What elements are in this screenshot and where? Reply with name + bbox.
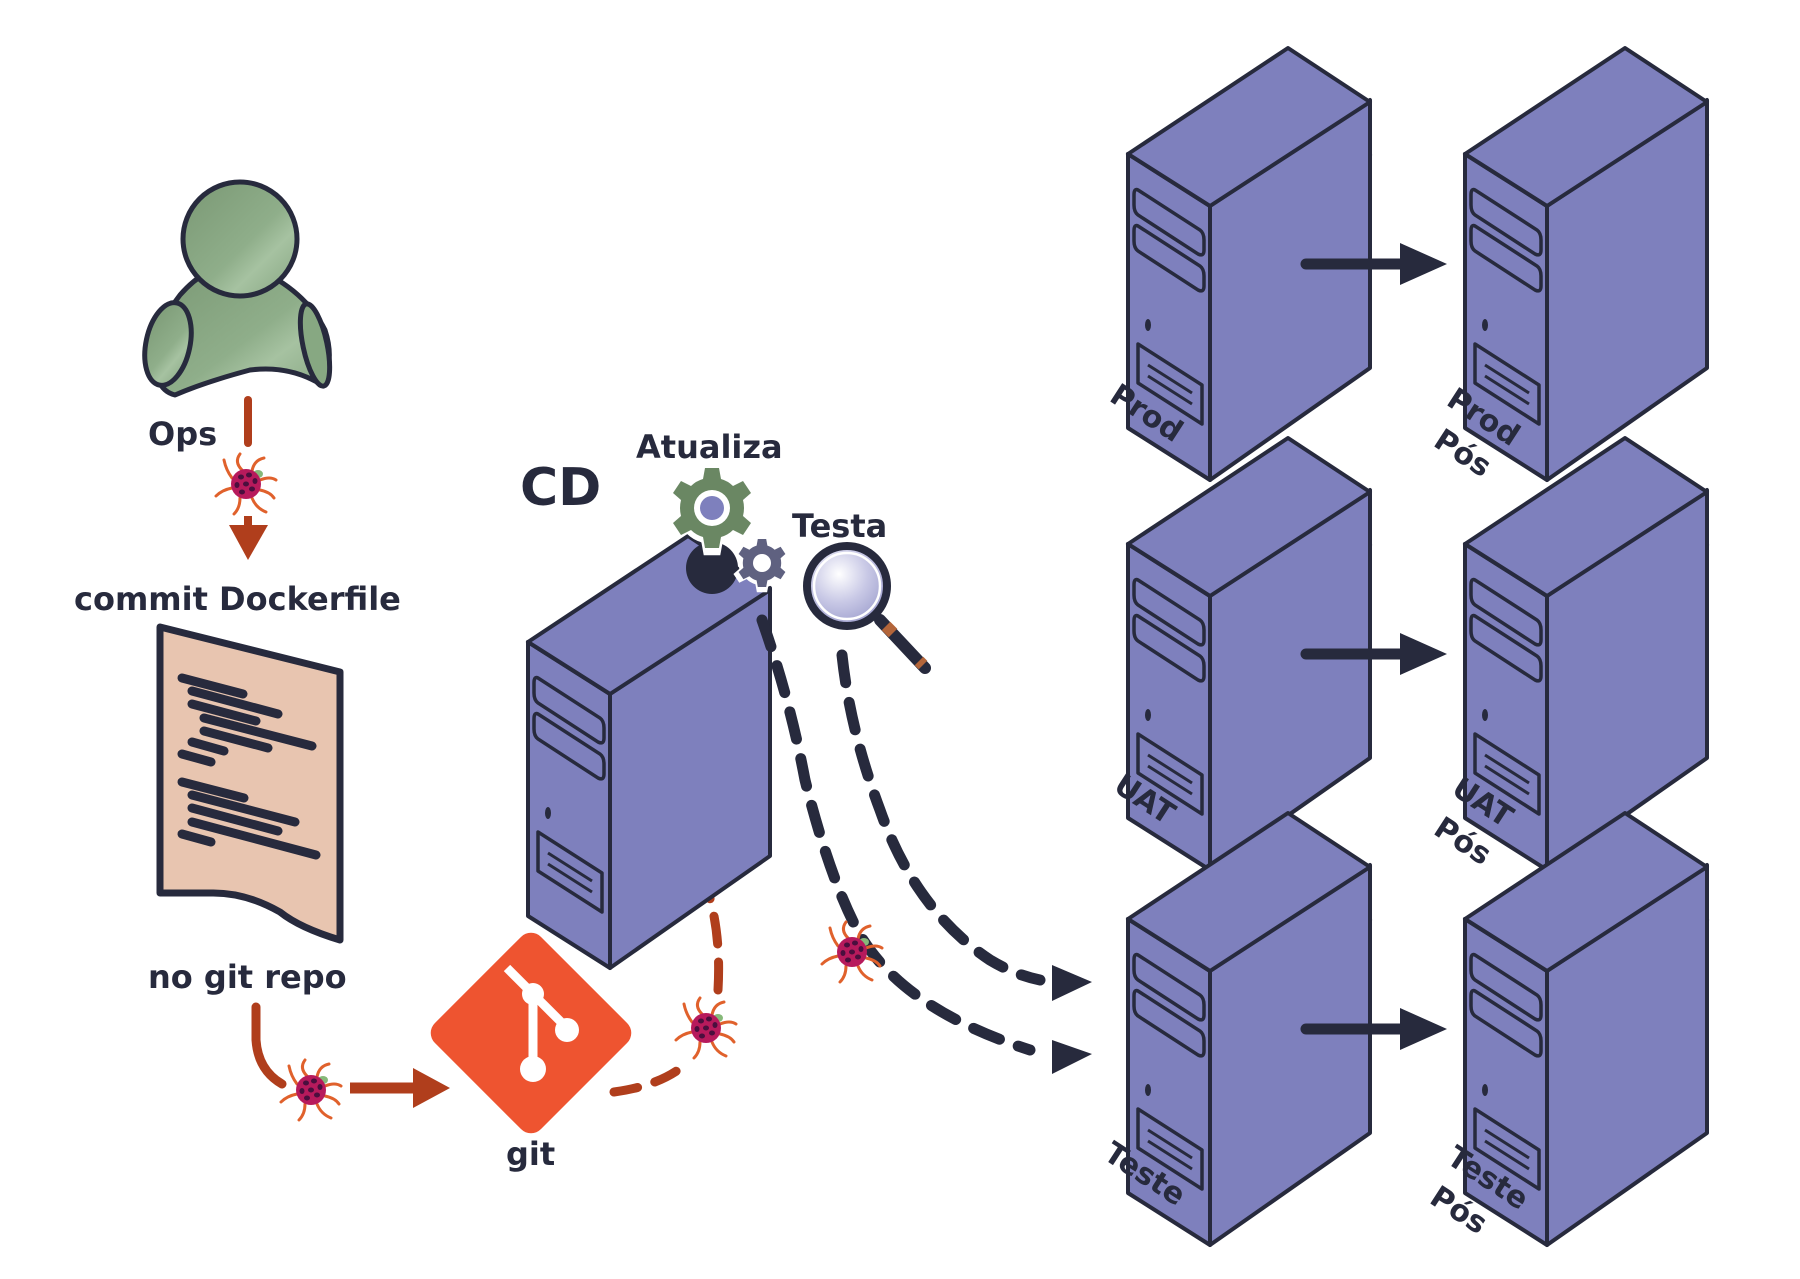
arrow-prod-to-prod-pos — [1300, 243, 1447, 285]
dockerfile-document-icon — [156, 623, 344, 944]
ops-label: Ops — [148, 415, 217, 453]
git-repo-label: no git repo — [148, 958, 347, 996]
git-label: git — [506, 1135, 555, 1173]
ops-user-icon — [142, 179, 333, 398]
flow-arrow-update-to-teste — [756, 614, 1092, 1074]
flow-arrow-repo-to-git — [251, 1002, 450, 1108]
commit-dockerfile-label: commit Dockerfile — [74, 580, 401, 618]
git-branch-glyph-icon — [503, 964, 579, 1082]
gear-small-icon — [733, 533, 791, 593]
magnifier-icon — [803, 542, 931, 674]
cd-label: CD — [520, 458, 601, 518]
test-label: Testa — [792, 507, 887, 545]
update-label: Atualiza — [636, 428, 783, 466]
gear-large-icon — [665, 460, 759, 556]
cd-server-icon — [526, 534, 772, 970]
bug-icon — [674, 996, 738, 1060]
arrow-teste-to-teste-pos — [1300, 1008, 1447, 1050]
arrow-uat-to-uat-pos — [1300, 633, 1447, 675]
connector-node-icon — [686, 542, 738, 594]
bug-icon — [214, 452, 278, 516]
flow-arrow-ops-to-commit — [229, 396, 268, 560]
bug-icon — [279, 1058, 343, 1122]
flow-arrow-test-to-teste — [836, 649, 1092, 1001]
